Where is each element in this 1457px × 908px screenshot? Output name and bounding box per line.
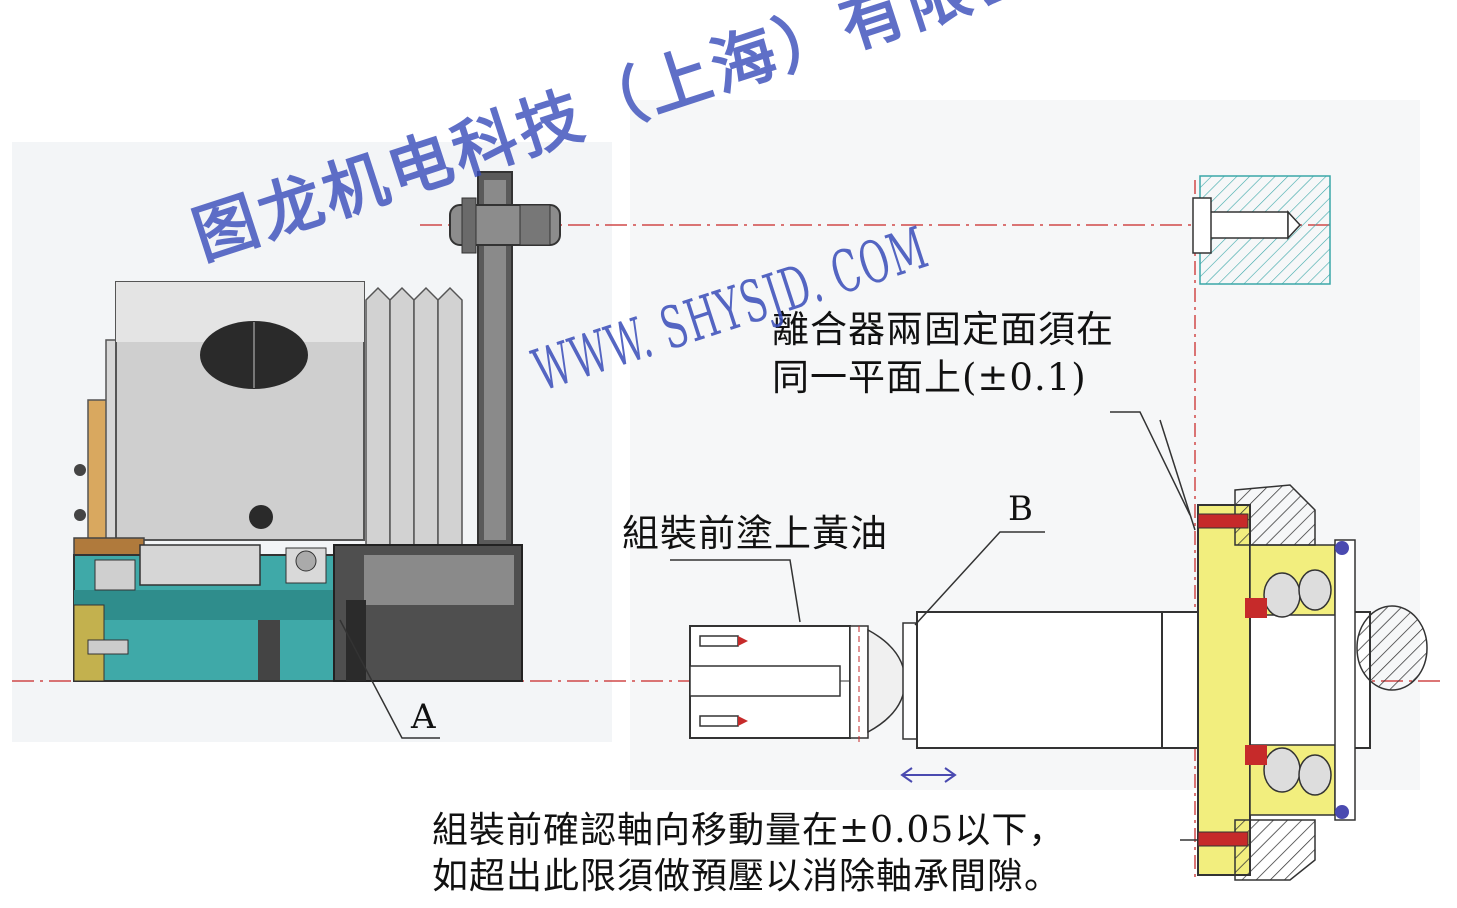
face-alignment-note: 離合器兩固定面須在 同一平面上(±0.1)	[772, 306, 1114, 402]
face-alignment-line2: 同一平面上(±0.1)	[772, 356, 1087, 399]
label-b: B	[1008, 489, 1033, 529]
face-alignment-line1: 離合器兩固定面須在	[772, 308, 1114, 351]
axial-movement-note: 組裝前確認軸向移動量在±0.05以下， 如超出此限須做預壓以消除軸承間隙。	[432, 808, 1065, 900]
axial-line1: 組裝前確認軸向移動量在±0.05以下，	[432, 810, 1066, 851]
leader-face	[1110, 411, 1191, 516]
screw-hole	[249, 505, 273, 529]
shaft-assembly	[670, 175, 1428, 881]
grease-note: 組裝前塗上黃油	[622, 512, 888, 555]
bearing-rollers	[1263, 569, 1332, 796]
leader-b	[914, 531, 1045, 626]
axial-line2: 如超出此限須做預壓以消除軸承間隙。	[432, 856, 1062, 897]
main-shaft	[916, 611, 1163, 749]
axial-movement-arrow	[900, 767, 957, 783]
clutch-assembly	[73, 171, 561, 739]
yellow-flange	[1197, 504, 1251, 876]
cooling-fins	[365, 286, 463, 546]
leader-a	[339, 619, 440, 739]
leader-grease	[670, 559, 801, 623]
label-a: A	[411, 697, 436, 737]
